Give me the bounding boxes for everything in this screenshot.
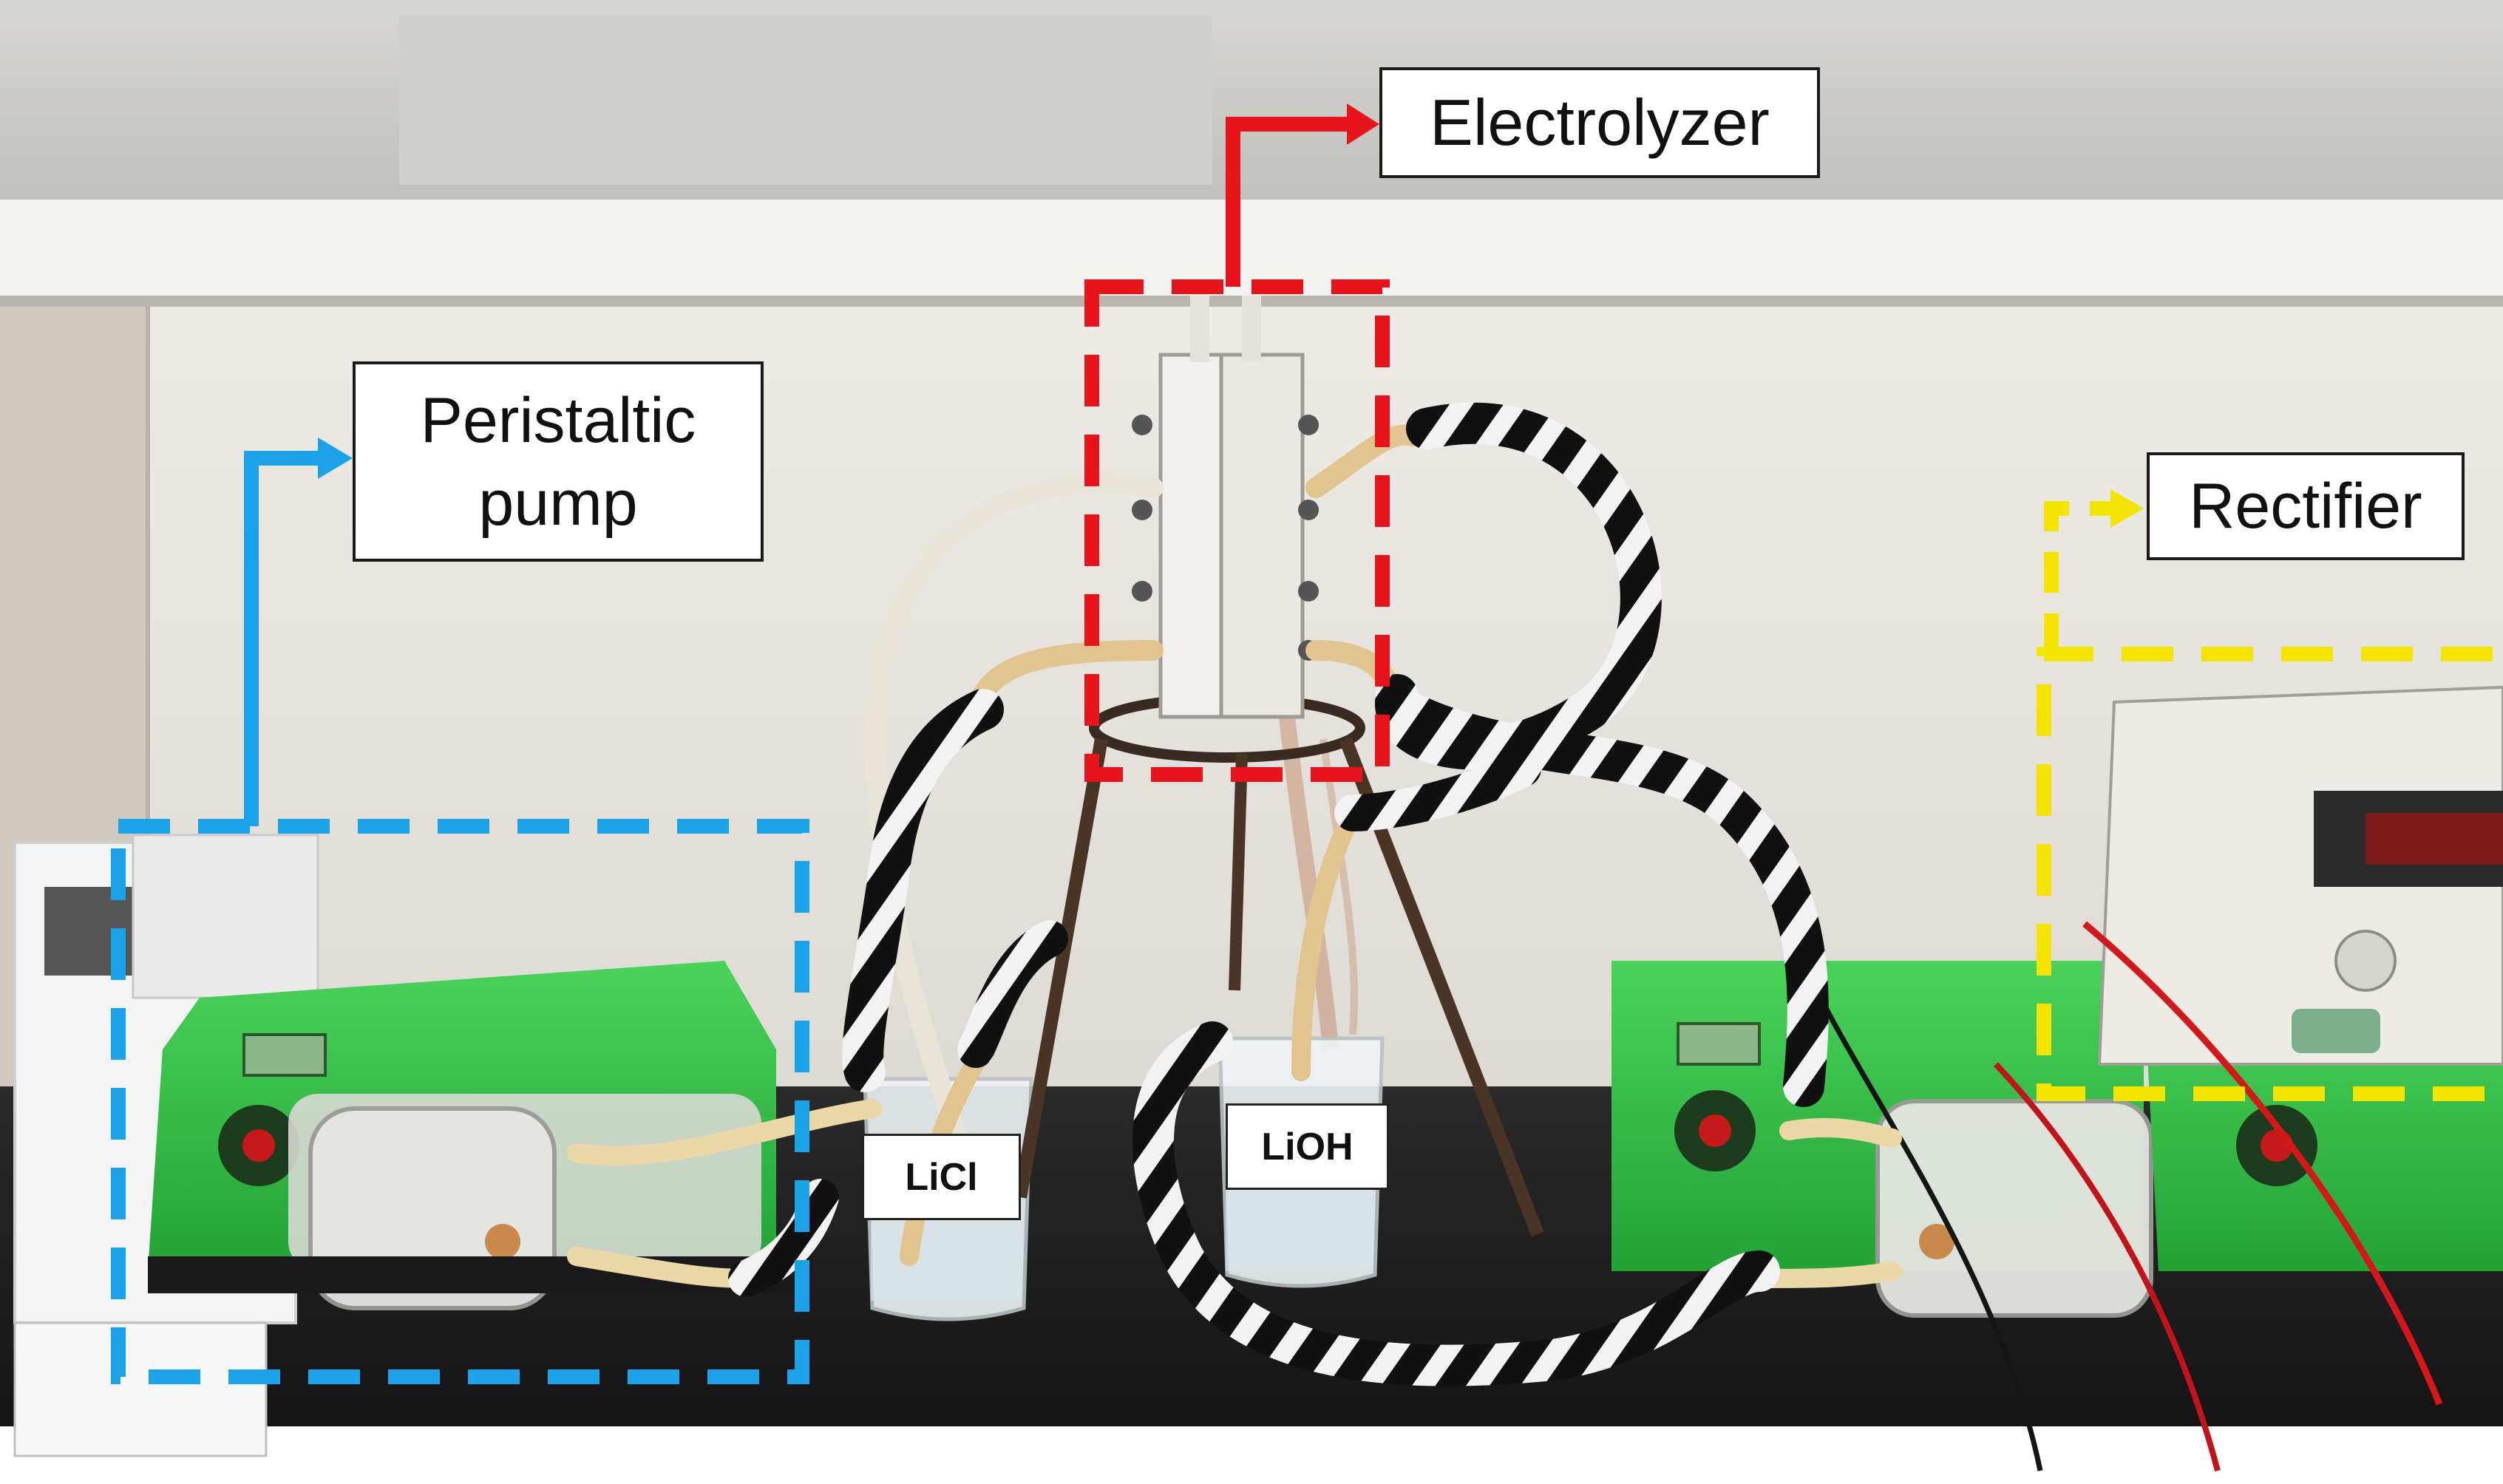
notebook: [13, 1321, 268, 1457]
upper-background: [0, 0, 2503, 214]
electrolyzer-cell: [1132, 296, 1319, 719]
licl-label: LiCl: [862, 1134, 1021, 1220]
electrolyzer-arrow: [1226, 103, 1379, 287]
electrolyzer-label-text: Electrolyzer: [1430, 86, 1770, 159]
rectifier-label: Rectifier: [2147, 452, 2465, 560]
lioh-label: LiOH: [1226, 1103, 1389, 1190]
pump-arrow: [244, 438, 353, 826]
peristaltic-pump-label: Peristaltic pump: [353, 361, 764, 562]
striped-tubing: [728, 402, 1829, 1386]
pump-label-line2: pump: [478, 467, 638, 539]
rectifier-highlight-box: [2037, 647, 2493, 1101]
rectifier-label-text: Rectifier: [2189, 470, 2422, 542]
rectifier-device: [2097, 685, 2503, 1066]
lioh-label-text: LiOH: [1261, 1125, 1354, 1168]
electrolyzer-highlight-box: [1084, 279, 1390, 782]
pump-label-line1: Peristaltic: [420, 384, 696, 456]
rectifier-arrow: [2044, 489, 2144, 654]
licl-label-text: LiCl: [905, 1155, 978, 1199]
right-peristaltic-pump: [1612, 961, 2153, 1318]
left-peristaltic-pump: [148, 961, 813, 1310]
electrolyzer-label: Electrolyzer: [1379, 67, 1820, 178]
pump-highlight-box: [111, 819, 809, 1384]
ceiling-panel: [399, 15, 1212, 185]
